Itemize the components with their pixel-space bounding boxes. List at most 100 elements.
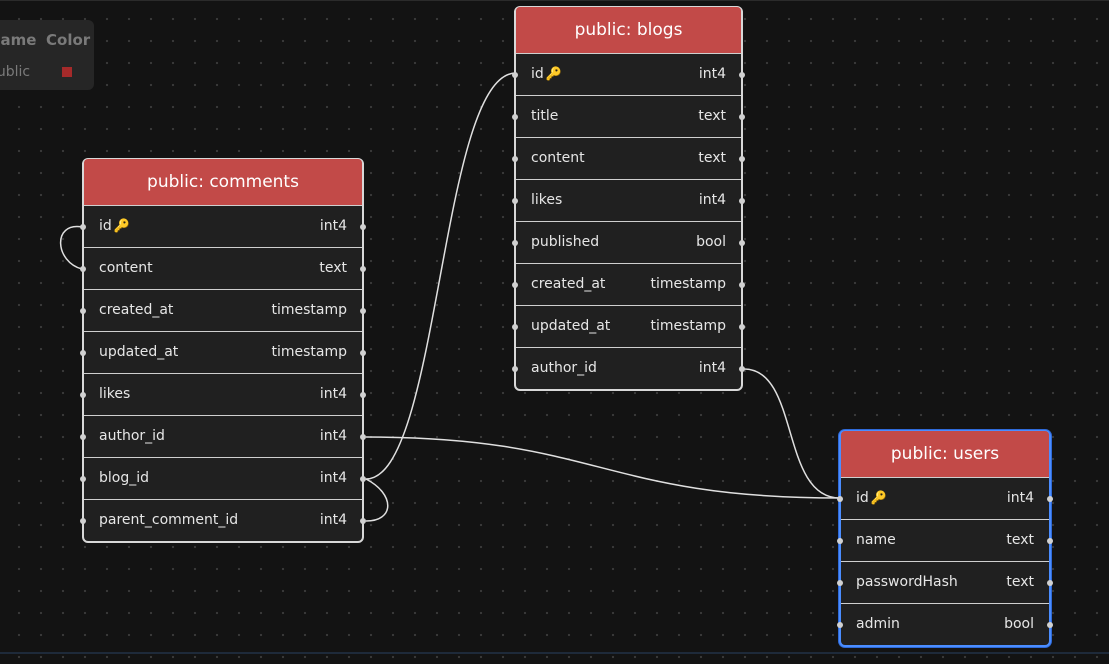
column-row-likes[interactable]: likes int4 [512, 179, 745, 221]
connection-handle-left[interactable] [512, 282, 518, 288]
connection-handle-right[interactable] [739, 366, 745, 372]
schema-legend[interactable]: Name Color public [0, 20, 94, 90]
table-users[interactable]: public: users id🔑 int4 name text passwor… [837, 430, 1053, 647]
column-name: created_at [99, 302, 174, 318]
column-row-updated-at[interactable]: updated_at timestamp [512, 305, 745, 347]
connection-handle-left[interactable] [837, 580, 843, 586]
edge-comments-blog-id-to-blogs-id [365, 72, 517, 480]
connection-handle-left[interactable] [80, 518, 86, 524]
column-name: parent_comment_id [99, 512, 239, 528]
connection-handle-right[interactable] [1047, 496, 1053, 502]
column-row-updated-at[interactable]: updated_at timestamp [80, 331, 366, 373]
connection-handle-right[interactable] [739, 114, 745, 120]
legend-header-color: Color [46, 31, 91, 49]
column-type: int4 [319, 512, 347, 528]
column-row-created-at[interactable]: created_at timestamp [80, 289, 366, 331]
column-row-author-id[interactable]: author_id int4 [80, 415, 366, 457]
key-icon: 🔑 [870, 491, 887, 506]
table-comments[interactable]: public: comments id🔑 int4 content text c… [80, 158, 366, 543]
column-row-id[interactable]: id🔑 int4 [512, 53, 745, 95]
column-name: admin [856, 616, 900, 632]
column-row-content[interactable]: content text [512, 137, 745, 179]
column-row-published[interactable]: published bool [512, 221, 745, 263]
connection-handle-right[interactable] [739, 72, 745, 78]
connection-handle-left[interactable] [512, 198, 518, 204]
column-row-name[interactable]: name text [837, 519, 1053, 561]
connection-handle-right[interactable] [360, 308, 366, 314]
legend-color-swatch[interactable] [62, 67, 72, 77]
column-type: text [698, 150, 726, 166]
column-row-created-at[interactable]: created_at timestamp [512, 263, 745, 305]
column-type: text [319, 260, 347, 276]
column-name: id🔑 [99, 218, 130, 234]
connection-handle-left[interactable] [837, 622, 843, 628]
connection-handle-left[interactable] [837, 496, 843, 502]
column-row-title[interactable]: title text [512, 95, 745, 137]
connection-handle-right[interactable] [360, 224, 366, 230]
table-blogs-header[interactable]: public: blogs [516, 7, 741, 53]
connection-handle-left[interactable] [80, 266, 86, 272]
connection-handle-left[interactable] [512, 324, 518, 330]
column-row-admin[interactable]: admin bool [837, 603, 1053, 645]
connection-handle-left[interactable] [512, 240, 518, 246]
connection-handle-right[interactable] [739, 156, 745, 162]
column-row-author-id[interactable]: author_id int4 [512, 347, 745, 389]
connection-handle-left[interactable] [512, 72, 518, 78]
column-name: passwordHash [856, 574, 958, 590]
connection-handle-right[interactable] [360, 350, 366, 356]
column-row-likes[interactable]: likes int4 [80, 373, 366, 415]
key-icon: 🔑 [545, 67, 562, 82]
connection-handle-left[interactable] [512, 156, 518, 162]
column-name: id🔑 [531, 66, 562, 82]
canvas-bottom-border [0, 652, 1109, 654]
connection-handle-left[interactable] [80, 350, 86, 356]
column-row-id[interactable]: id🔑 int4 [837, 477, 1053, 519]
edge-comments-content-loop [59, 226, 83, 270]
connection-handle-right[interactable] [360, 392, 366, 398]
column-type: int4 [319, 470, 347, 486]
column-name: author_id [531, 360, 597, 376]
connection-handle-right[interactable] [360, 266, 366, 272]
table-comments-header[interactable]: public: comments [84, 159, 362, 205]
connection-handle-right[interactable] [1047, 580, 1053, 586]
connection-handle-right[interactable] [739, 198, 745, 204]
column-type: timestamp [271, 344, 347, 360]
column-row-blog-id[interactable]: blog_id int4 [80, 457, 366, 499]
connection-handle-right[interactable] [739, 282, 745, 288]
connection-handle-right[interactable] [360, 518, 366, 524]
connection-handle-left[interactable] [80, 308, 86, 314]
connection-handle-left[interactable] [512, 114, 518, 120]
column-name: author_id [99, 428, 165, 444]
column-type: int4 [319, 218, 347, 234]
column-type: int4 [1006, 490, 1034, 506]
connection-handle-right[interactable] [739, 240, 745, 246]
column-row-content[interactable]: content text [80, 247, 366, 289]
table-users-header[interactable]: public: users [841, 431, 1049, 477]
column-row-parent-comment-id[interactable]: parent_comment_id int4 [80, 499, 366, 541]
column-row-password-hash[interactable]: passwordHash text [837, 561, 1053, 603]
column-row-id[interactable]: id🔑 int4 [80, 205, 366, 247]
connection-handle-right[interactable] [1047, 538, 1053, 544]
column-type: int4 [698, 360, 726, 376]
column-name: title [531, 108, 559, 124]
connection-handle-left[interactable] [512, 366, 518, 372]
connection-handle-left[interactable] [80, 434, 86, 440]
connection-handle-right[interactable] [739, 324, 745, 330]
connection-handle-right[interactable] [360, 476, 366, 482]
table-blogs[interactable]: public: blogs id🔑 int4 title text conten… [512, 6, 745, 391]
connection-handle-left[interactable] [80, 476, 86, 482]
column-type: int4 [698, 192, 726, 208]
connection-handle-left[interactable] [80, 224, 86, 230]
column-type: text [698, 108, 726, 124]
column-type: text [1006, 532, 1034, 548]
column-type: timestamp [650, 276, 726, 292]
connection-handle-right[interactable] [1047, 622, 1053, 628]
edge-blogs-author-id-to-users-id [743, 368, 841, 499]
connection-handle-right[interactable] [360, 434, 366, 440]
legend-row-name: public [0, 64, 31, 80]
connection-handle-left[interactable] [837, 538, 843, 544]
column-type: int4 [319, 386, 347, 402]
connection-handle-left[interactable] [80, 392, 86, 398]
column-name: name [856, 532, 896, 548]
column-type: timestamp [650, 318, 726, 334]
